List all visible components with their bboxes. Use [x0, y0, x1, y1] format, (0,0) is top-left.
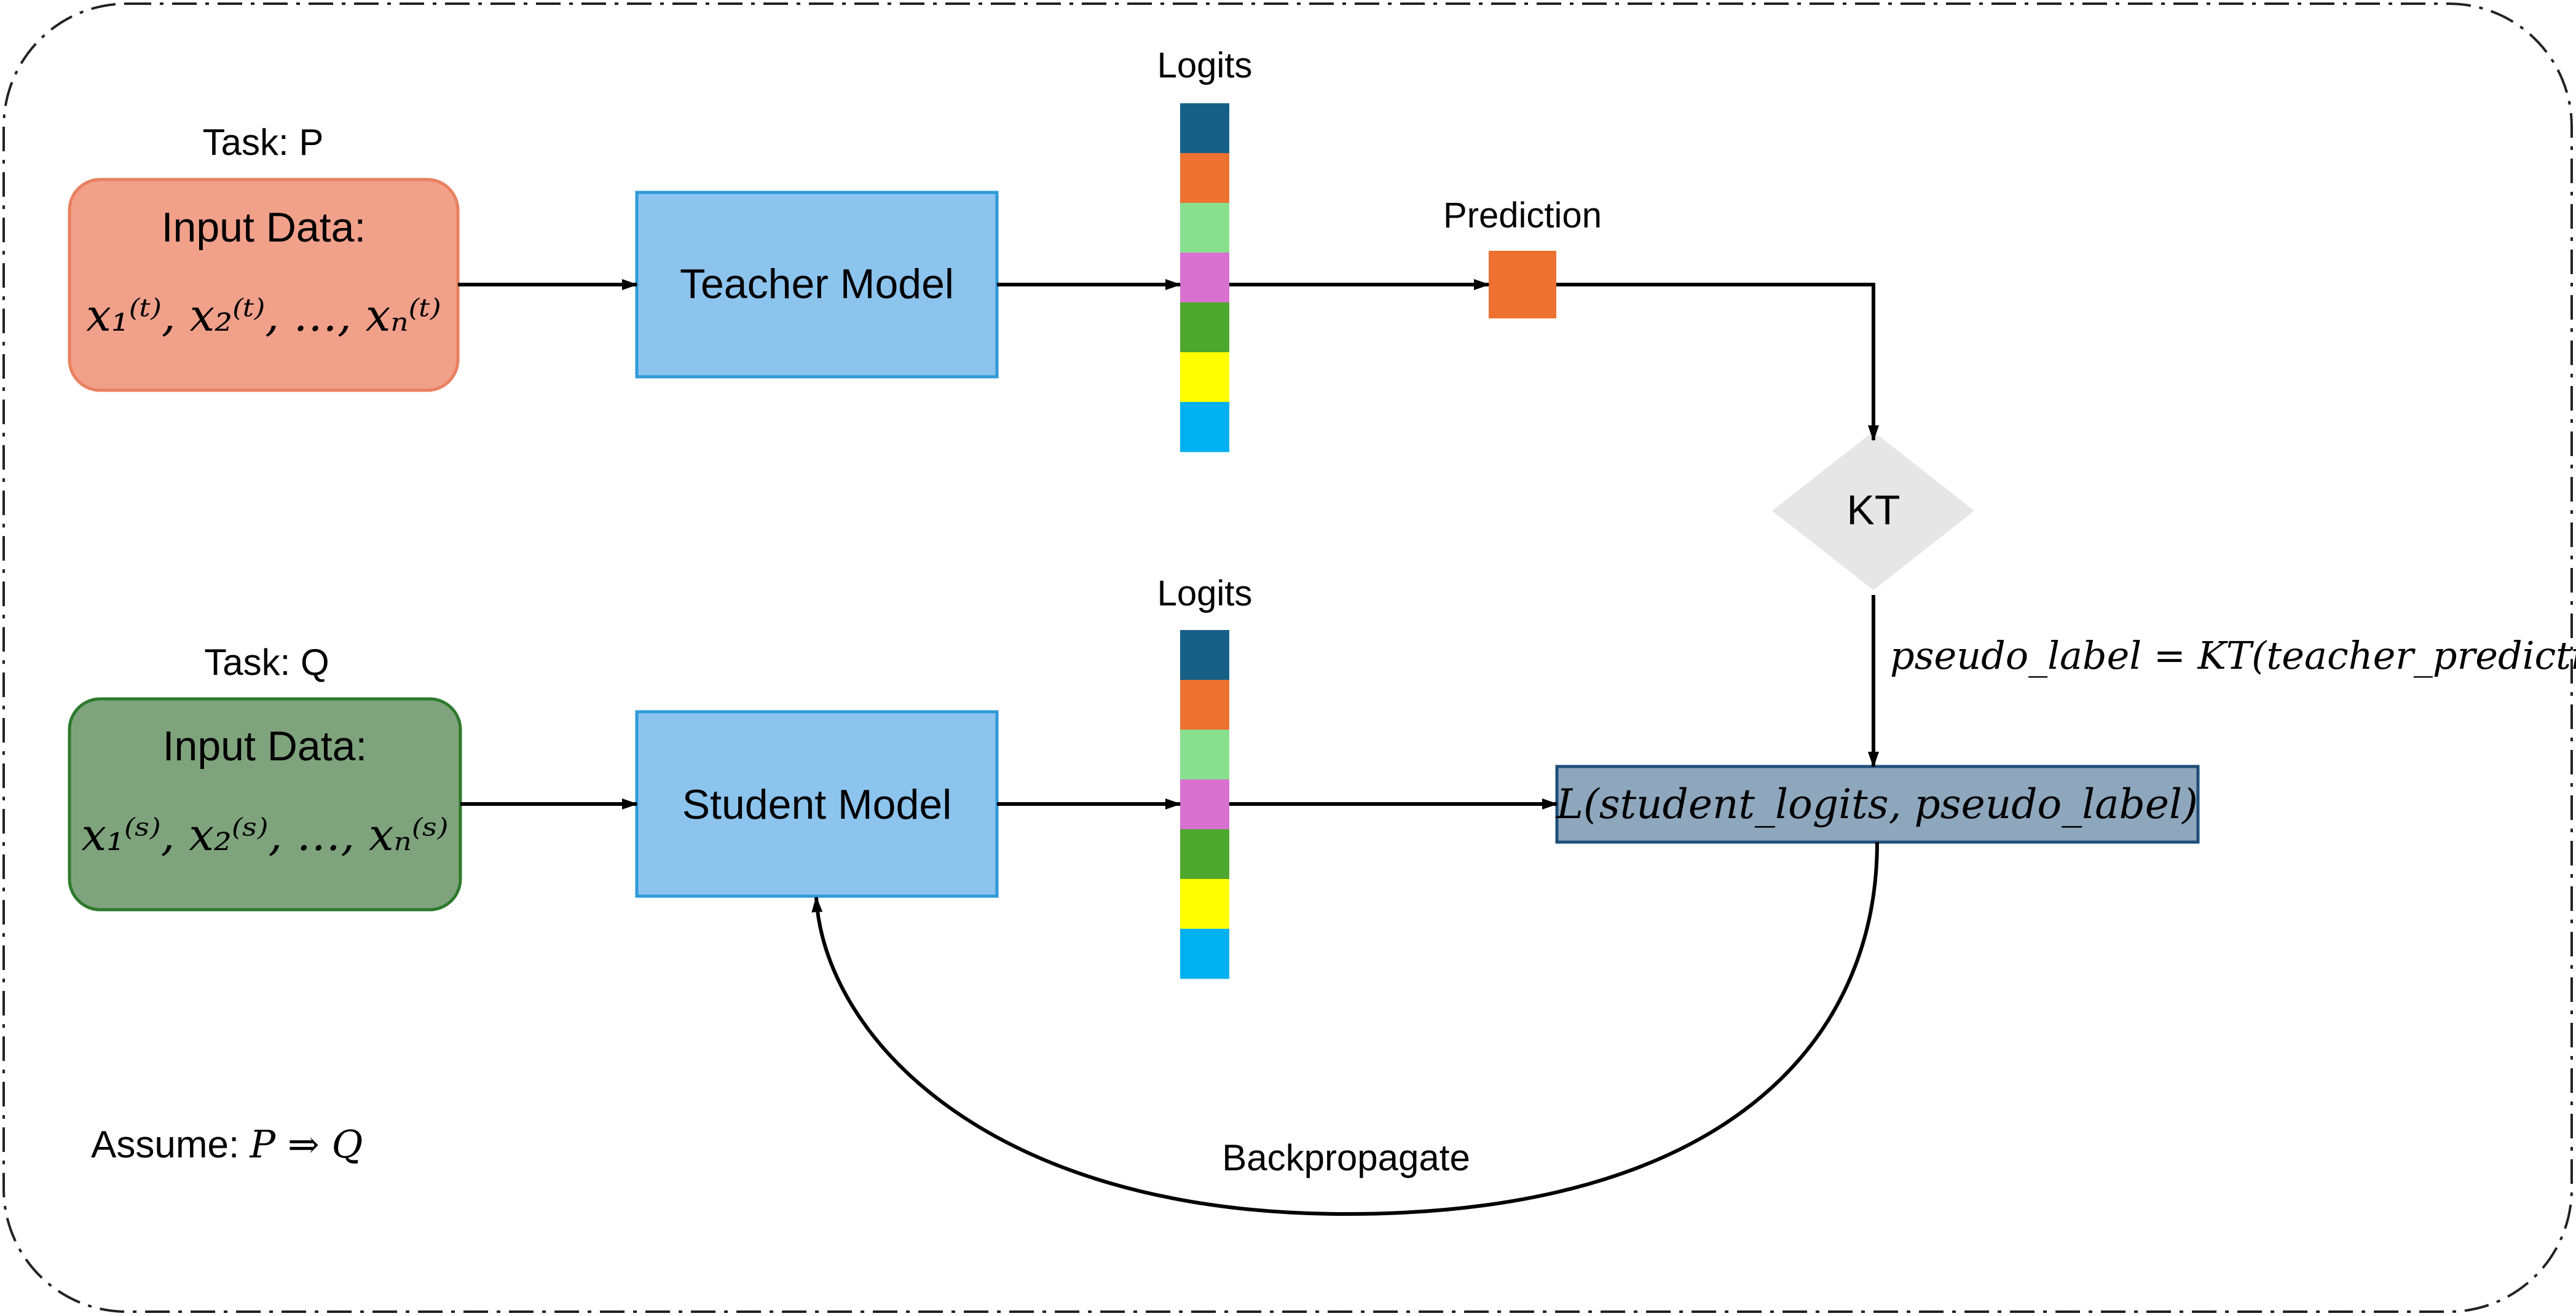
student-input-sequence: x₁⁽ˢ⁾, x₂⁽ˢ⁾, …, xₙ⁽ˢ⁾ [82, 809, 449, 861]
teacher-logit-cell [1180, 352, 1229, 403]
prediction-square [1489, 251, 1556, 318]
student-task-label: Task: Q [204, 642, 329, 683]
teacher-logit-cell [1180, 253, 1229, 303]
student-logit-cell [1180, 779, 1229, 830]
kt-node [1772, 431, 1974, 590]
student-logit-cell [1180, 829, 1229, 880]
teacher-model-box [635, 191, 999, 379]
student-logits-label: Logits [1157, 573, 1253, 613]
teacher-logit-cell [1180, 153, 1229, 203]
assumption-text: Assume: P ⇒ Q [91, 1122, 363, 1167]
teacher-logits-label: Logits [1157, 45, 1253, 85]
student-logit-cell [1180, 680, 1229, 730]
teacher-logit-cell [1180, 302, 1229, 353]
loss-label: L(student_logits, pseudo_label) [1556, 781, 2198, 828]
teacher-logit-cell [1180, 103, 1229, 154]
prediction-label: Prediction [1443, 195, 1602, 235]
assumption-formula: P ⇒ Q [249, 1122, 363, 1167]
student-logit-cell [1180, 630, 1229, 680]
arrow-prediction-to-kt [1556, 283, 1879, 441]
teacher-task-label: Task: P [203, 122, 324, 163]
student-model-box [635, 710, 999, 898]
assumption-prefix: Assume: [91, 1124, 250, 1166]
student-logit-cell [1180, 929, 1229, 979]
teacher-logits-stack [1180, 103, 1229, 452]
teacher-input-sequence: x₁⁽ᵗ⁾, x₂⁽ᵗ⁾, …, xₙ⁽ᵗ⁾ [86, 290, 441, 341]
kt-node-label: KT [1847, 487, 1900, 534]
student-logit-cell [1180, 879, 1229, 929]
student-input-title: Input Data: [163, 723, 368, 770]
student-logit-cell [1180, 730, 1229, 780]
teacher-logit-cell [1180, 402, 1229, 452]
teacher-model-label: Teacher Model [680, 261, 954, 307]
pseudo-label-formula: pseudo_label = KT(teacher_prediction) [1890, 633, 2576, 678]
student-model-label: Student Model [682, 781, 952, 828]
student-logits-stack [1180, 630, 1229, 979]
backpropagate-arrow [811, 841, 1879, 1216]
teacher-logit-cell [1180, 203, 1229, 253]
teacher-input-title: Input Data: [162, 204, 366, 251]
backpropagate-label: Backpropagate [1222, 1137, 1470, 1178]
